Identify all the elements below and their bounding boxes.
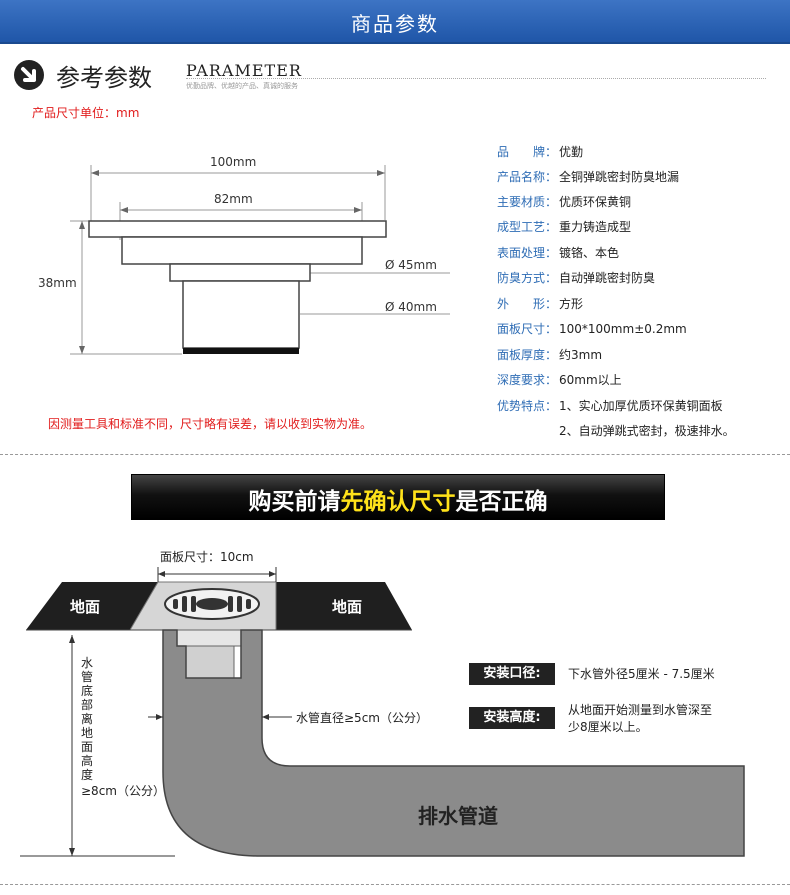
- caliber-tag: 安装口径:: [469, 663, 555, 685]
- install-height-value-1: 从地面开始测量到水管深至: [568, 703, 713, 717]
- dimension-width-inner: 82mm: [214, 192, 253, 206]
- spec-row: 主要材质：优质环保黄铜: [497, 195, 632, 209]
- warning-banner: [131, 474, 665, 520]
- header-banner: [0, 0, 790, 44]
- floor-label-left: 地面: [70, 598, 101, 616]
- spec-row-extra: 2、自动弹跳式密封，极速排水。: [559, 424, 735, 438]
- install-height-value-2: 少8厘米以上。: [568, 720, 648, 734]
- dimension-dia-lower: Ø 40mm: [385, 300, 437, 314]
- technical-drawing: [70, 165, 450, 355]
- warning-text: 购买前请先确认尺寸是否正确: [248, 489, 548, 515]
- drain-pipe-label: 排水管道: [418, 804, 498, 828]
- floor-label-right: 地面: [332, 598, 363, 616]
- warning-highlight: 先确认尺寸: [340, 489, 456, 515]
- spec-row: 品 牌：优勤: [497, 145, 584, 159]
- spec-row: 深度要求：60mm以上: [497, 373, 622, 387]
- disclaimer: 因测量工具和标准不同，尺寸略有误差，请以收到实物为准。: [48, 417, 373, 431]
- section-title-en: PARAMETER: [186, 61, 302, 80]
- spec-row: 面板尺寸：100*100mm±0.2mm: [497, 322, 687, 336]
- spec-row: 产品名称：全铜弹跳密封防臭地漏: [497, 170, 680, 184]
- spec-row: 外 形：方形: [497, 297, 584, 311]
- panel-size-label: 面板尺寸：10cm: [160, 550, 254, 564]
- caliber-value: 下水管外径5厘米 - 7.5厘米: [568, 667, 715, 681]
- section-subtitle: 优勤品牌、优越的产品、真诚的服务: [186, 82, 298, 90]
- install-height-tag: 安装高度:: [469, 707, 555, 729]
- section-divider: [0, 454, 790, 455]
- spec-row: 防臭方式：自动弹跳密封防臭: [497, 271, 656, 285]
- heading-divider: [186, 78, 766, 79]
- pipe-diameter-label: 水管直径≥5cm（公分）: [296, 711, 428, 725]
- spec-row: 优势特点：1、实心加厚优质环保黄铜面板: [497, 399, 723, 413]
- installation-diagram: [20, 567, 745, 857]
- dimension-dia-upper: Ø 45mm: [385, 258, 437, 272]
- spec-row: 成型工艺：重力铸造成型: [497, 220, 632, 234]
- spec-row: 面板厚度：约3mm: [497, 348, 603, 362]
- dimension-width-total: 100mm: [210, 155, 257, 169]
- arrow-down-right-icon: [14, 60, 44, 90]
- min-height-label: ≥8cm（公分）: [81, 784, 165, 798]
- bottom-divider: [0, 884, 790, 885]
- dimension-height: 38mm: [38, 276, 77, 290]
- page-title: 商品参数: [351, 12, 439, 36]
- spec-row: 表面处理：镀铬、本色: [497, 246, 620, 260]
- unit-note: 产品尺寸单位：mm: [32, 106, 140, 120]
- section-title: 参考参数: [56, 64, 152, 92]
- vertical-height-label: 水管底部离地面高度: [81, 656, 94, 782]
